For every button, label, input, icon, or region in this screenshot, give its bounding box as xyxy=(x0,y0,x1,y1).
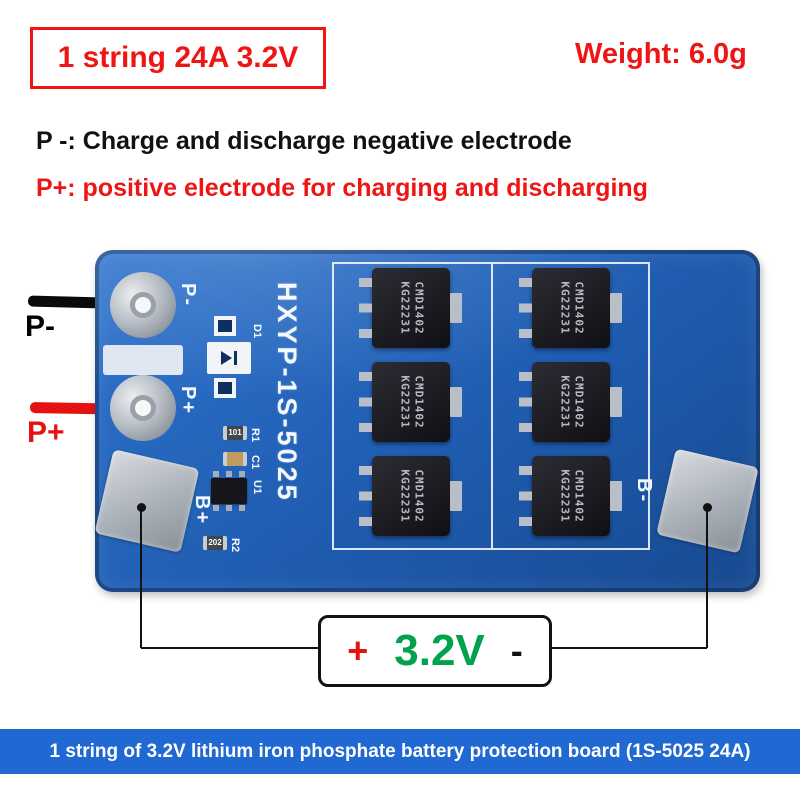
r2-marking: 202 xyxy=(208,538,222,547)
mosfet-marking: CMD1402 KG22231 xyxy=(557,375,586,429)
positive-electrode-description: P+: positive electrode for charging and … xyxy=(36,174,648,202)
p-minus-solder-pad xyxy=(110,272,176,338)
b-plus-connector-line-horizontal xyxy=(141,647,318,649)
p-plus-solder-pad xyxy=(110,375,176,441)
mosfet-tab xyxy=(610,387,622,417)
mosfet-marking: CMD1402 KG22231 xyxy=(397,469,426,523)
d1-label: D1 xyxy=(251,324,263,339)
smd-component-top xyxy=(214,316,236,336)
mosfet-part-number: CMD1402 xyxy=(572,281,586,335)
resistor-r1: 101 xyxy=(223,426,247,440)
mosfet-pins xyxy=(359,278,372,338)
mosfet-2: CMD1402 KG22231 xyxy=(519,268,622,348)
mosfet-pins xyxy=(359,372,372,432)
diode-symbol xyxy=(207,342,251,374)
negative-electrode-description: P -: Charge and discharge negative elect… xyxy=(36,127,572,155)
voltage-value: 3.2V xyxy=(394,626,485,675)
u1-label: U1 xyxy=(251,480,263,495)
caption-text: 1 string of 3.2V lithium iron phosphate … xyxy=(49,740,751,762)
spec-badge-text: 1 string 24A 3.2V xyxy=(57,41,299,74)
mosfet-lot-code: KG22231 xyxy=(558,281,571,335)
minus-sign: - xyxy=(510,630,523,671)
r2-label: R2 xyxy=(229,538,241,553)
mosfet-lot-code: KG22231 xyxy=(558,469,571,523)
mosfet-area-silkscreen-frame xyxy=(332,262,650,550)
b-plus-connector-line-vertical xyxy=(140,510,142,648)
p-plus-silkscreen-label: P+ xyxy=(177,386,199,416)
r1-marking: 101 xyxy=(228,428,242,437)
plus-sign: + xyxy=(347,630,369,671)
mosfet-part-number: CMD1402 xyxy=(572,469,586,523)
ic-pins-top xyxy=(213,471,245,477)
mosfet-tab xyxy=(610,293,622,323)
mosfet-part-number: CMD1402 xyxy=(412,469,426,523)
mosfet-6: CMD1402 KG22231 xyxy=(519,456,622,536)
mosfet-part-number: CMD1402 xyxy=(412,375,426,429)
mosfet-lot-code: KG22231 xyxy=(398,375,411,429)
weight-text: Weight: 6.0g xyxy=(575,38,747,70)
battery-voltage-box: + 3.2V - xyxy=(318,615,552,687)
mosfet-marking: CMD1402 KG22231 xyxy=(397,281,426,335)
p-plus-wire-label: P+ xyxy=(27,416,65,449)
b-minus-silkscreen-label: B- xyxy=(633,478,655,504)
mosfet-part-number: CMD1402 xyxy=(572,375,586,429)
mosfet-4: CMD1402 KG22231 xyxy=(519,362,622,442)
mosfet-pins xyxy=(359,466,372,526)
smd-component-bottom xyxy=(214,378,236,398)
mosfet-marking: CMD1402 KG22231 xyxy=(557,469,586,523)
mosfet-tab xyxy=(610,481,622,511)
mosfet-lot-code: KG22231 xyxy=(558,375,571,429)
mosfet-tab xyxy=(450,293,462,323)
b-minus-connector-dot xyxy=(703,503,712,512)
c1-label: C1 xyxy=(249,455,261,470)
p-minus-silkscreen-label: P- xyxy=(177,283,199,307)
resistor-r2: 202 xyxy=(203,536,227,550)
b-plus-silkscreen-label: B+ xyxy=(191,495,213,526)
mosfet-lot-code: KG22231 xyxy=(398,469,411,523)
capacitor-c1 xyxy=(223,452,247,466)
mosfet-pins xyxy=(519,372,532,432)
mosfet-1: CMD1402 KG22231 xyxy=(359,268,462,348)
mosfet-lot-code: KG22231 xyxy=(398,281,411,335)
b-minus-connector-line-horizontal xyxy=(550,647,707,649)
protection-ic-u1 xyxy=(211,478,247,504)
mosfet-5: CMD1402 KG22231 xyxy=(359,456,462,536)
spec-badge: 1 string 24A 3.2V xyxy=(30,27,326,89)
mosfet-marking: CMD1402 KG22231 xyxy=(397,375,426,429)
silkscreen-strip xyxy=(103,345,183,375)
mosfet-pins xyxy=(519,278,532,338)
b-plus-solder-pad xyxy=(94,449,200,553)
b-minus-connector-line-vertical xyxy=(706,510,708,648)
mosfet-marking: CMD1402 KG22231 xyxy=(557,281,586,335)
ic-pins-bottom xyxy=(213,505,245,511)
board-model-silkscreen: HXYP-1S-5025 xyxy=(272,282,302,503)
mosfet-tab xyxy=(450,387,462,417)
r1-label: R1 xyxy=(249,428,261,443)
p-minus-wire-label: P- xyxy=(25,310,55,343)
mosfet-pins xyxy=(519,466,532,526)
pcb-board: P- P+ HXYP-1S-5025 D1 101 R1 C1 U1 202 R… xyxy=(94,250,760,592)
b-plus-connector-dot xyxy=(137,503,146,512)
mosfet-3: CMD1402 KG22231 xyxy=(359,362,462,442)
mosfet-part-number: CMD1402 xyxy=(412,281,426,335)
caption-banner: 1 string of 3.2V lithium iron phosphate … xyxy=(0,729,800,774)
mosfet-tab xyxy=(450,481,462,511)
